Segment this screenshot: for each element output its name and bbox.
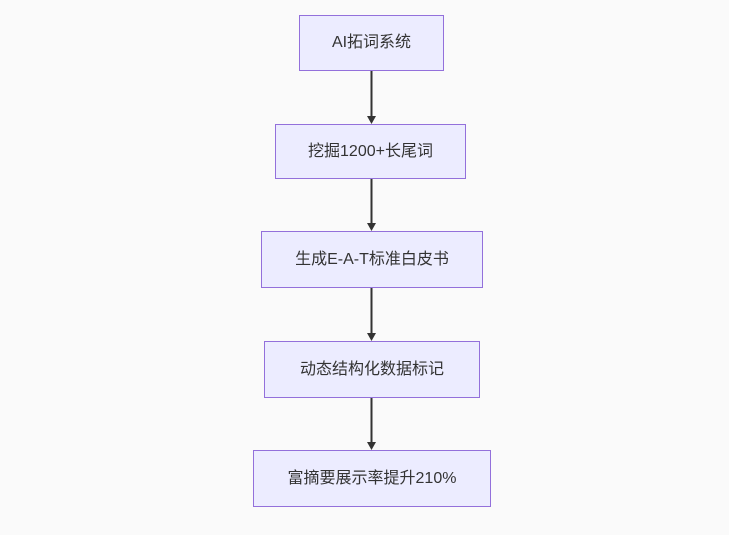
arrow-down-connector [364, 288, 379, 341]
arrow-down-connector [364, 398, 379, 450]
arrow-down-connector [364, 71, 379, 124]
arrow-down-icon [367, 179, 376, 231]
flow-node-longtail-mining: 挖掘1200+长尾词 [275, 124, 466, 179]
flow-node-ai-word-expansion: AI拓词系统 [299, 15, 444, 71]
flow-node-rich-snippet-result: 富摘要展示率提升210% [253, 450, 491, 507]
flow-node-structured-data-markup: 动态结构化数据标记 [264, 341, 480, 398]
arrow-down-connector [364, 179, 379, 231]
flow-node-label: 富摘要展示率提升210% [287, 469, 457, 487]
flow-node-label: 生成E-A-T标准白皮书 [295, 250, 449, 268]
flow-node-label: AI拓词系统 [331, 34, 412, 52]
flow-node-label: 挖掘1200+长尾词 [308, 142, 433, 160]
flow-node-eat-whitepaper: 生成E-A-T标准白皮书 [261, 231, 483, 288]
arrow-down-icon [367, 288, 376, 341]
arrow-down-icon [367, 398, 376, 450]
flow-node-label: 动态结构化数据标记 [299, 360, 444, 378]
arrow-down-icon [367, 71, 376, 124]
